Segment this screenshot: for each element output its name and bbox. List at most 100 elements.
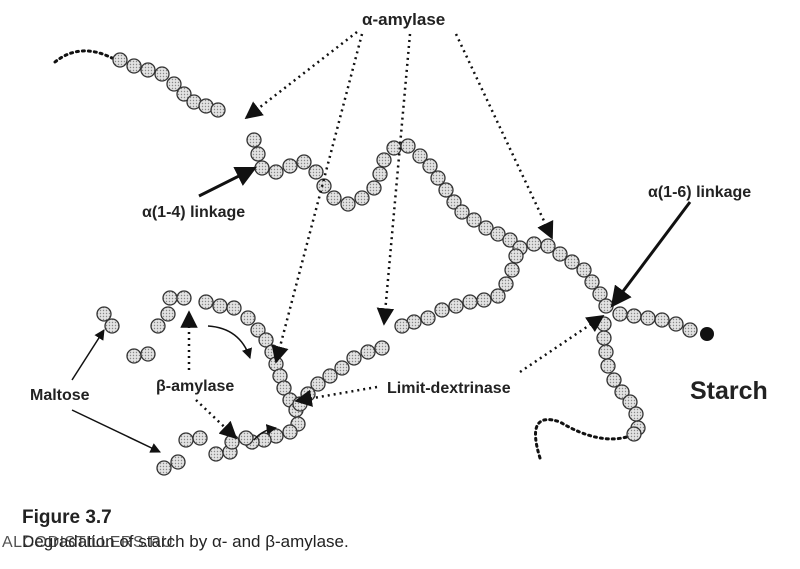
alpha-amylase-arrow-4 bbox=[454, 33, 554, 240]
glucose-bead bbox=[454, 204, 470, 220]
chain-left-chain bbox=[198, 294, 306, 450]
glucose-bead bbox=[254, 160, 270, 176]
glucose-bead bbox=[540, 238, 556, 254]
label-alpha-amylase: α-amylase bbox=[362, 10, 445, 29]
figure-caption: Figure 3.7 Degradation of starch by α- a… bbox=[2, 506, 782, 556]
chain-maltose-pair-1 bbox=[96, 306, 120, 334]
glucose-bead bbox=[212, 298, 228, 314]
glucose-bead bbox=[166, 76, 182, 92]
glucose-bead bbox=[420, 310, 436, 326]
glucose-bead bbox=[564, 254, 580, 270]
glucose-bead bbox=[268, 164, 284, 180]
glucose-bead bbox=[376, 152, 392, 168]
glucose-bead bbox=[462, 294, 478, 310]
beta-amylase-arrows bbox=[180, 310, 238, 440]
glucose-bead bbox=[360, 344, 376, 360]
chain-maltose-pair-7 bbox=[156, 454, 186, 476]
glucose-bead bbox=[154, 66, 170, 82]
glucose-bead bbox=[596, 330, 612, 346]
glucose-bead bbox=[150, 318, 166, 334]
glucose-bead bbox=[162, 290, 178, 306]
curved-arrow-upper bbox=[207, 325, 252, 359]
glucose-bead bbox=[640, 310, 656, 326]
chain-maltose-pair-4 bbox=[126, 346, 156, 364]
glucose-bead bbox=[296, 154, 312, 170]
glucose-bead bbox=[498, 276, 514, 292]
glucose-bead bbox=[210, 102, 226, 118]
glucose-chains bbox=[96, 52, 698, 476]
glucose-bead bbox=[96, 306, 112, 322]
glucose-bead bbox=[334, 360, 350, 376]
glucose-bead bbox=[104, 318, 120, 334]
glucose-bead bbox=[438, 182, 454, 198]
chain-maltose-pair-3 bbox=[150, 306, 176, 334]
glucose-bead bbox=[246, 132, 262, 148]
glucose-bead bbox=[226, 300, 242, 316]
glucose-bead bbox=[170, 454, 186, 470]
glucose-bead bbox=[598, 344, 614, 360]
glucose-bead bbox=[600, 358, 616, 374]
glucose-bead bbox=[126, 58, 142, 74]
glucose-bead bbox=[140, 62, 156, 78]
glucose-bead bbox=[156, 460, 172, 476]
glucose-bead bbox=[224, 434, 240, 450]
glucose-bead bbox=[276, 380, 292, 396]
glucose-bead bbox=[346, 350, 362, 366]
glucose-bead bbox=[626, 308, 642, 324]
alpha14-linkage-arrow bbox=[198, 166, 257, 198]
glucose-bead bbox=[626, 426, 642, 442]
glucose-bead bbox=[192, 430, 208, 446]
glucose-bead bbox=[508, 248, 524, 264]
alpha16-linkage-arrow bbox=[610, 201, 692, 308]
glucose-bead bbox=[596, 316, 612, 332]
glucose-bead bbox=[606, 372, 622, 388]
glucose-bead bbox=[282, 424, 298, 440]
glucose-bead bbox=[478, 220, 494, 236]
glucose-bead bbox=[476, 292, 492, 308]
chain-diagonal-chain bbox=[292, 340, 390, 412]
glucose-bead bbox=[598, 298, 614, 314]
glucose-bead bbox=[490, 288, 506, 304]
glucose-bead bbox=[126, 348, 142, 364]
label-maltose: Maltose bbox=[30, 387, 90, 404]
chain-maltose-pair-5 bbox=[178, 430, 208, 448]
glucose-bead bbox=[160, 306, 176, 322]
glucose-bead bbox=[340, 196, 356, 212]
watermark: ALCODISTILLERS.RU bbox=[2, 534, 174, 551]
label-alpha16-linkage: α(1-6) linkage bbox=[648, 184, 751, 201]
label-beta-amylase: β-amylase bbox=[156, 378, 234, 395]
glucose-bead bbox=[502, 232, 518, 248]
maltose-arrow-up bbox=[71, 329, 105, 381]
glucose-bead bbox=[176, 290, 192, 306]
alpha-amylase-arrow-2 bbox=[271, 33, 364, 364]
glucose-bead bbox=[374, 340, 390, 356]
glucose-bead bbox=[394, 318, 410, 334]
figure-number: Figure 3.7 bbox=[22, 507, 112, 528]
glucose-bead bbox=[250, 322, 266, 338]
maltose-arrow-down bbox=[71, 409, 161, 453]
caption-text: Degradation of starch by α- and β-amylas… bbox=[22, 532, 349, 551]
alpha-amylase-arrow-3 bbox=[376, 33, 412, 326]
glucose-bead bbox=[198, 294, 214, 310]
chain-tail-bottom-right bbox=[534, 418, 632, 460]
glucose-bead bbox=[112, 52, 128, 68]
limit-dextrinase-arrows bbox=[294, 314, 605, 407]
reducing-end-dot bbox=[700, 327, 714, 341]
glucose-bead bbox=[238, 430, 254, 446]
limit-dextrinase-arrow-left bbox=[294, 385, 378, 407]
glucose-bead bbox=[622, 394, 638, 410]
glucose-bead bbox=[140, 346, 156, 362]
glucose-bead bbox=[614, 384, 630, 400]
glucose-bead bbox=[592, 286, 608, 302]
label-starch: Starch bbox=[690, 377, 768, 405]
glucose-bead bbox=[308, 164, 324, 180]
chain-tail-top-left bbox=[53, 49, 114, 64]
glucose-bead bbox=[654, 312, 670, 328]
glucose-bead bbox=[176, 86, 192, 102]
glucose-bead bbox=[628, 406, 644, 422]
glucose-bead bbox=[576, 262, 592, 278]
starch-degradation-diagram: α-amylase α(1-4) linkage α(1-6) linkage … bbox=[30, 10, 768, 476]
glucose-bead bbox=[466, 212, 482, 228]
label-alpha14-linkage: α(1-4) linkage bbox=[142, 204, 245, 221]
chain-top-left-fragment bbox=[112, 52, 226, 118]
